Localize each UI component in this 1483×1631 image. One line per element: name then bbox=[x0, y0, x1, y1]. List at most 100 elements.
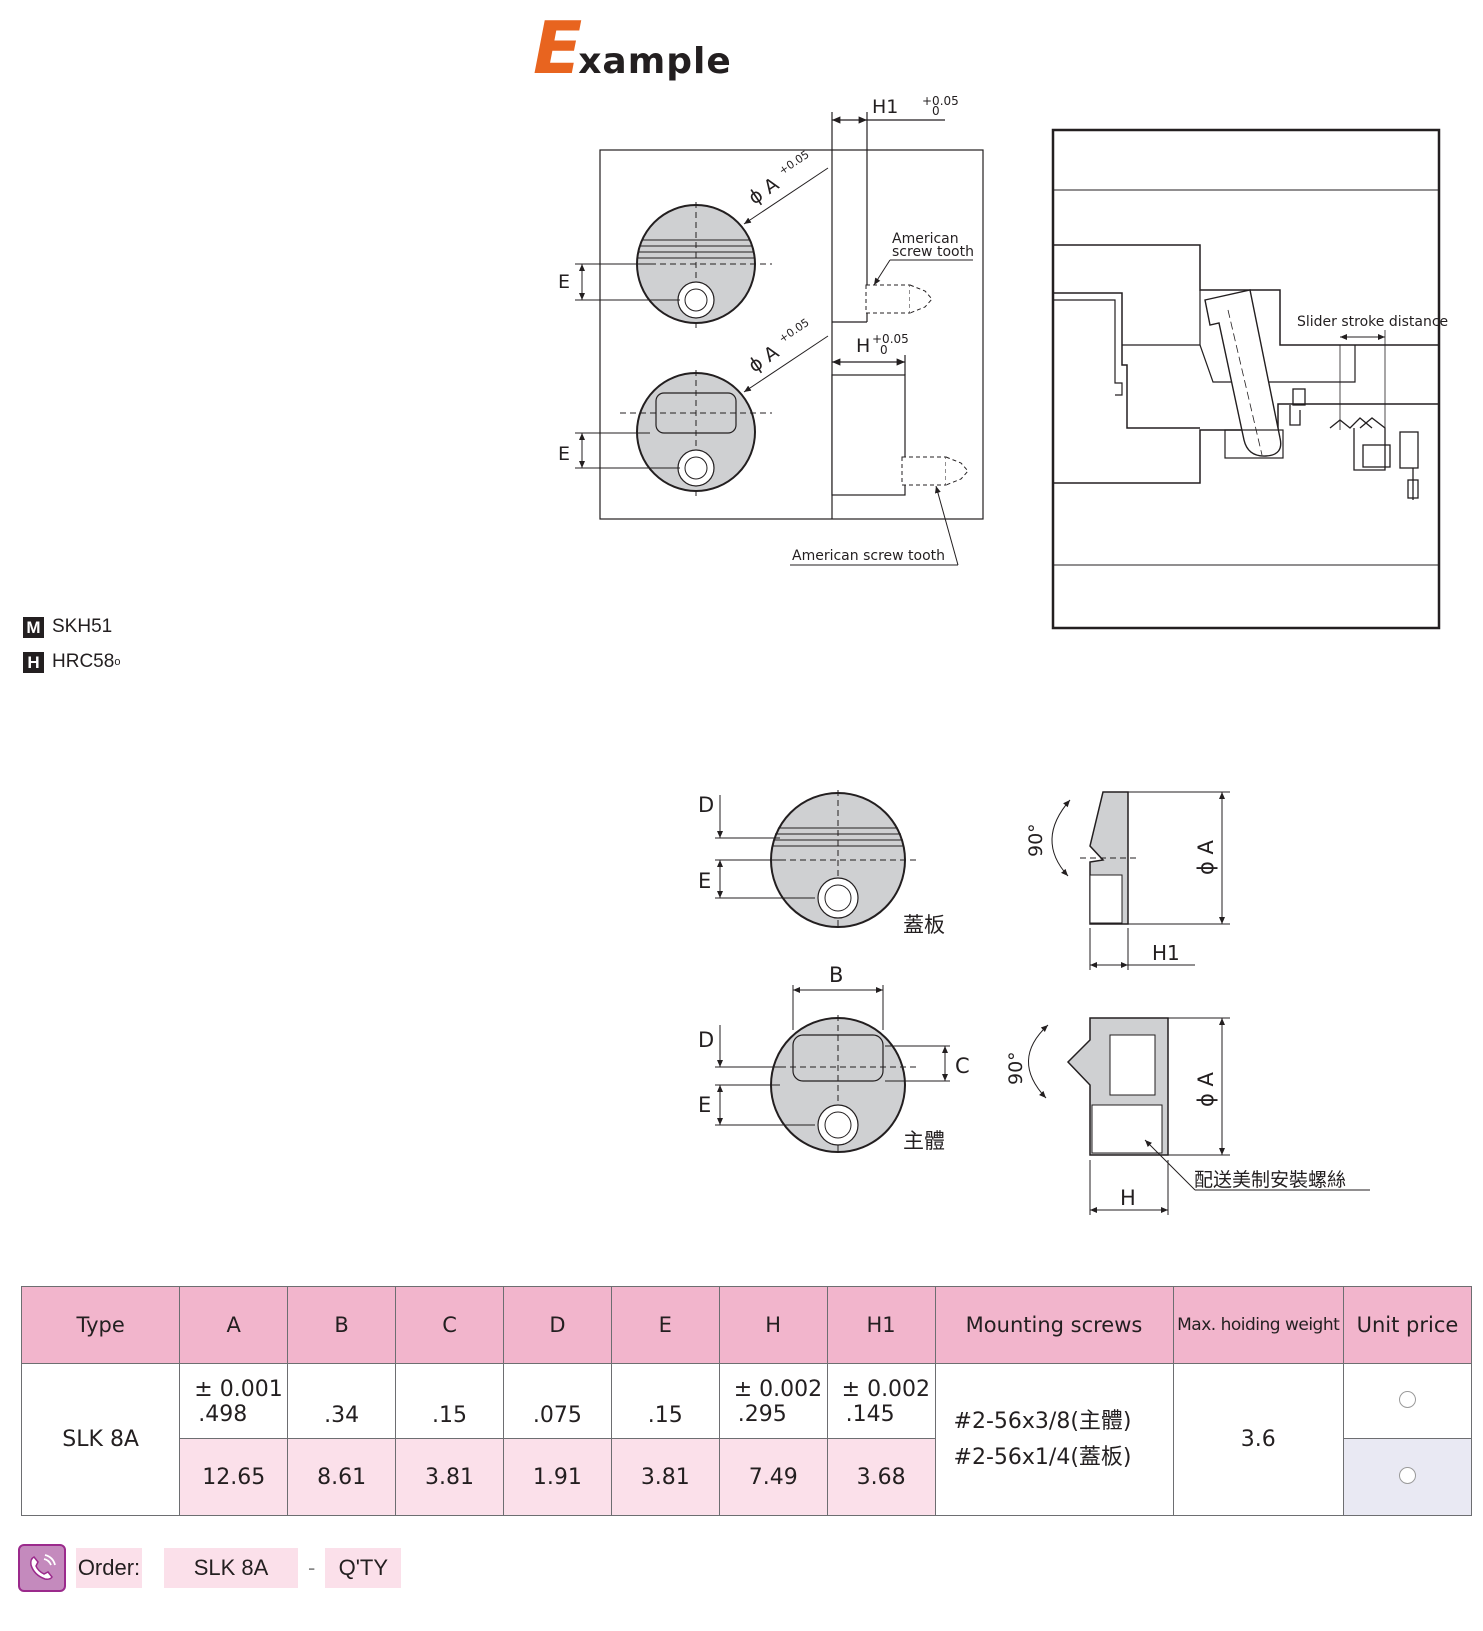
c-mm-value: 3.81 bbox=[395, 1438, 504, 1516]
main-body-label: 主體 bbox=[903, 1129, 945, 1153]
h-label: H bbox=[856, 335, 870, 357]
main-body-side bbox=[1028, 1017, 1370, 1215]
cover-plate-side bbox=[1051, 791, 1230, 970]
order-label: Order: bbox=[76, 1548, 142, 1588]
b-mm-value: 8.61 bbox=[287, 1438, 397, 1516]
cell-c-inch: .15 bbox=[395, 1363, 504, 1439]
header-type: Type bbox=[20, 1286, 181, 1364]
a-mm-value: 12.65 bbox=[179, 1438, 289, 1516]
d-label-cover: D bbox=[698, 793, 714, 817]
cover-plate-face bbox=[760, 790, 916, 930]
h-mm-value: 7.49 bbox=[718, 1438, 828, 1516]
phi-a-cover: ϕ A bbox=[1194, 839, 1218, 875]
phi-a-tol-bottom: +0.05 bbox=[776, 316, 811, 346]
angle-body: 90° bbox=[1005, 1051, 1027, 1085]
screw-top bbox=[865, 284, 933, 314]
header-h1: H1 bbox=[826, 1286, 936, 1364]
header-a: A bbox=[179, 1286, 289, 1364]
header-mounting-screws: Mounting screws bbox=[934, 1286, 1174, 1364]
example-heading: Example bbox=[533, 6, 732, 90]
h1-label-cover: H1 bbox=[1152, 941, 1180, 965]
phi-a-label-bottom: ϕ A bbox=[744, 341, 782, 377]
order-line: Order: SLK 8A - Q'TY bbox=[18, 1544, 402, 1592]
cell-e-inch: .15 bbox=[610, 1363, 720, 1439]
unit-price-inch-cell bbox=[1342, 1363, 1473, 1439]
h1-tol-upper: +0.05 bbox=[922, 94, 959, 108]
cell-d-inch: .075 bbox=[502, 1363, 612, 1439]
header-h: H bbox=[718, 1286, 828, 1364]
h-tol-upper: +0.05 bbox=[872, 332, 909, 346]
unit-price-mm-cell bbox=[1342, 1438, 1473, 1516]
cell-h-inch: ± 0.002 .295 bbox=[718, 1363, 828, 1439]
example-assembly-drawing: H1 H +0.05 0 +0.05 0 bbox=[558, 94, 1448, 630]
header-unit-price: Unit price bbox=[1342, 1286, 1473, 1364]
h1-tolerance: ± 0.002 bbox=[841, 1377, 931, 1402]
d-inch-value: .075 bbox=[532, 1403, 582, 1428]
screw-tooth-top-line1: American bbox=[892, 231, 959, 247]
screw-bottom bbox=[901, 456, 969, 486]
header-e: E bbox=[610, 1286, 720, 1364]
e-label-cover: E bbox=[698, 869, 711, 893]
cell-b-inch: .34 bbox=[287, 1363, 397, 1439]
type-cell: SLK 8A bbox=[20, 1363, 181, 1516]
material-code-icon: M bbox=[23, 616, 44, 638]
heading-rest: xample bbox=[578, 41, 732, 82]
e-inch-value: .15 bbox=[647, 1403, 683, 1428]
phi-a-body: ϕ A bbox=[1194, 1071, 1218, 1107]
table-row-mm: 12.65 8.61 3.81 1.91 3.81 7.49 3.68 bbox=[22, 1438, 1473, 1516]
h-tolerance: ± 0.002 bbox=[733, 1377, 823, 1402]
c-inch-value: .15 bbox=[432, 1403, 468, 1428]
part-dimension-drawings: D E 蓋板 ϕ A H1 90° bbox=[698, 790, 1370, 1215]
c-label: C bbox=[955, 1054, 970, 1078]
phone-icon bbox=[18, 1544, 66, 1592]
b-inch-value: .34 bbox=[324, 1403, 360, 1428]
mounting-screws-cell: #2-56x3/8(主體) #2-56x1/4(蓋板) bbox=[934, 1363, 1174, 1516]
slider-stroke-label: Slider stroke distance bbox=[1297, 314, 1448, 330]
a-inch-value: .498 bbox=[198, 1402, 248, 1427]
mold-section-drawing bbox=[1051, 128, 1441, 630]
phi-a-tol-top: +0.05 bbox=[776, 148, 811, 178]
e-label-bottom: E bbox=[558, 443, 570, 465]
d-label-body: D bbox=[698, 1028, 714, 1052]
price-radio-inch[interactable] bbox=[1398, 1390, 1416, 1408]
hardness-code-icon: H bbox=[23, 651, 44, 673]
order-type: SLK 8A bbox=[164, 1548, 298, 1588]
order-qty: Q'TY bbox=[325, 1548, 402, 1588]
e-label-top: E bbox=[558, 271, 570, 293]
price-radio-mm[interactable] bbox=[1398, 1466, 1416, 1484]
plate-outline bbox=[599, 149, 984, 520]
material-spec-m: M SKH51 bbox=[23, 616, 112, 638]
cover-plate-circle bbox=[620, 202, 772, 328]
order-separator: - bbox=[308, 1555, 316, 1580]
h-tol-lower: 0 bbox=[880, 343, 888, 357]
e-mm-value: 3.81 bbox=[610, 1438, 720, 1516]
angle-cover: 90° bbox=[1025, 823, 1047, 857]
phi-a-label-top: ϕ A bbox=[744, 173, 782, 209]
main-body-face bbox=[760, 1015, 916, 1155]
h-label-body: H bbox=[1120, 1186, 1136, 1210]
screw-cover-plate: #2-56x1/4(蓋板) bbox=[953, 1444, 1132, 1470]
a-tolerance: ± 0.001 bbox=[194, 1377, 283, 1402]
hardness-value: HRC58 bbox=[52, 651, 115, 672]
table-header-row: Type A B C D E H H1 Mounting screws Max.… bbox=[20, 1286, 1473, 1364]
header-c: C bbox=[395, 1286, 504, 1364]
h-inch-value: .295 bbox=[737, 1402, 787, 1427]
header-max-weight: Max. hoiding weight bbox=[1172, 1286, 1344, 1364]
screw-note: 配送美制安裝螺絲 bbox=[1194, 1169, 1346, 1191]
spec-table: Type A B C D E H H1 Mounting screws Max.… bbox=[20, 1286, 1473, 1516]
main-body-circle bbox=[620, 370, 772, 496]
h1-inch-value: .145 bbox=[845, 1402, 895, 1427]
max-weight-cell: 3.6 bbox=[1172, 1363, 1344, 1516]
b-label: B bbox=[829, 963, 843, 987]
material-value: SKH51 bbox=[52, 616, 113, 637]
heading-initial: E bbox=[533, 6, 583, 90]
screw-tooth-top-line2: screw tooth bbox=[892, 244, 974, 260]
header-d: D bbox=[502, 1286, 612, 1364]
cover-plate-label: 蓋板 bbox=[903, 913, 945, 937]
cell-h1-inch: ± 0.002 .145 bbox=[826, 1363, 936, 1439]
h1-mm-value: 3.68 bbox=[826, 1438, 936, 1516]
e-label-body: E bbox=[698, 1093, 711, 1117]
h1-label: H1 bbox=[872, 96, 898, 118]
h1-tol-lower: 0 bbox=[932, 104, 940, 118]
